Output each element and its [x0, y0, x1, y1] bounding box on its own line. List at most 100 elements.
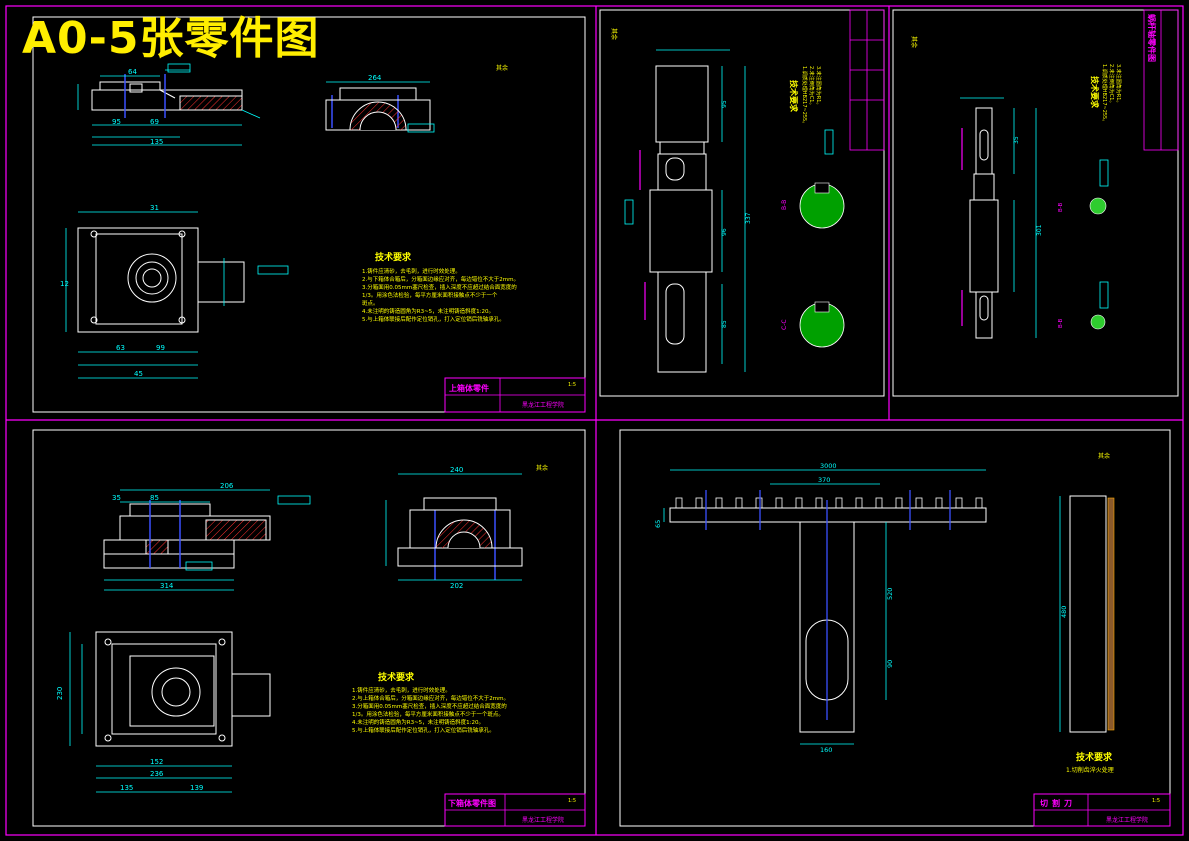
svg-text:技术要求: 技术要求: [1090, 76, 1100, 109]
svg-text:1.铸件应清砂，去毛刺，进行时效处理。: 1.铸件应清砂，去毛刺，进行时效处理。: [362, 267, 461, 275]
lower-title-scale: 1:5: [568, 798, 576, 804]
upper-dim-264: 264: [368, 74, 382, 82]
svg-text:2.与上箱体合箱后，分箱面边缘应对齐，每边错位不大于2mm。: 2.与上箱体合箱后，分箱面边缘应对齐，每边错位不大于2mm。: [352, 694, 509, 702]
upper-title-block: 上箱体零件 黑龙江工程学院 1:5: [444, 377, 586, 413]
cutter-dim-160: 160: [820, 746, 832, 754]
lower-dim-206: 206: [220, 482, 234, 490]
lower-box-drawing: 85 35 206 314 240 202 152 236 135 139 23…: [56, 464, 586, 827]
shaft-2-tech: 技术要求 1.调质处理HB217~255。 2.未注倒角为C1。 3.未注圆角为…: [1090, 64, 1122, 124]
shaft-2-title-block: 蜗杆轴零件图: [1143, 9, 1179, 151]
svg-text:2.未注倒角为C1。: 2.未注倒角为C1。: [808, 66, 815, 107]
sheet-banner-title: A0-5张零件图: [22, 13, 320, 64]
shaft-2-sections: B-B B-B: [1058, 197, 1107, 330]
svg-text:技术要求: 技术要求: [789, 80, 799, 113]
cutter-tech-title: 技术要求: [1076, 751, 1113, 763]
lower-dim-135: 135: [120, 784, 133, 792]
cutter-dim-370: 370: [818, 476, 830, 484]
svg-text:斑点。: 斑点。: [362, 300, 379, 307]
shaft-1-title-block: [849, 9, 885, 151]
upper-dim-12: 12: [60, 280, 69, 288]
lower-title-school: 黑龙江工程学院: [522, 816, 564, 824]
svg-text:2.未注倒角为C1。: 2.未注倒角为C1。: [1108, 64, 1115, 105]
shaft1-dim-85: 85: [721, 320, 728, 328]
cutter-title-school: 黑龙江工程学院: [1106, 816, 1148, 824]
cutter-dim-480: 480: [1060, 606, 1068, 618]
lower-dim-240: 240: [450, 466, 463, 474]
upper-dim-63: 63: [116, 344, 125, 352]
shaft1-surface-mark: 其余: [610, 28, 618, 40]
sheet-shaft-1: [599, 9, 885, 397]
cutter-dim-520: 520: [886, 588, 894, 600]
lower-dim-236: 236: [150, 770, 164, 778]
cutter-dim-3000: 3000: [820, 462, 837, 470]
shaft-1-tech: 技术要求 1.调质处理HB217~255。 2.未注倒角为C1。 3.未注圆角为…: [789, 66, 822, 126]
cutter-dim-65: 65: [654, 520, 662, 528]
cutter-tech-line: 1.切削齿淬火处理: [1066, 766, 1114, 774]
shaft2-dim-35: 35: [1013, 136, 1020, 144]
svg-text:3.未注圆角为R1。: 3.未注圆角为R1。: [1115, 64, 1122, 105]
upper-dim-135: 135: [150, 138, 163, 146]
upper-title-name: 上箱体零件: [449, 383, 489, 393]
upper-dim-64: 64: [128, 68, 137, 76]
svg-text:3.分箱面用0.05mm塞尺检查，插入深度不应超过结合面宽度: 3.分箱面用0.05mm塞尺检查，插入深度不应超过结合面宽度的: [352, 702, 507, 710]
sheet-frames: [5, 5, 1184, 836]
lower-title-name: 下箱体零件图: [448, 798, 496, 808]
svg-text:3.分箱面用0.05mm塞尺检查，插入深度不应超过结合面宽度: 3.分箱面用0.05mm塞尺检查，插入深度不应超过结合面宽度的: [362, 283, 517, 291]
lower-dim-230: 230: [56, 687, 64, 700]
upper-dim-95: 95: [112, 118, 121, 126]
cutter-dim-90: 90: [886, 660, 894, 668]
svg-text:3.未注圆角为R1。: 3.未注圆角为R1。: [815, 66, 822, 107]
svg-text:1.调质处理HB217~255。: 1.调质处理HB217~255。: [1101, 64, 1108, 124]
upper-box-drawing: 69 95 135 264 64 63 99 45 31 12 技术要求 1.铸…: [60, 63, 586, 413]
upper-dim-31: 31: [150, 204, 159, 212]
shaft1-section-b: B-B: [781, 200, 788, 210]
upper-title-school: 黑龙江工程学院: [522, 401, 564, 409]
svg-text:4.未注明的铸造圆角为R3~5，未注明铸造斜度1:20。: 4.未注明的铸造圆角为R3~5，未注明铸造斜度1:20。: [362, 307, 494, 315]
sheet-cutter: [619, 429, 1171, 827]
svg-text:5.与上箱体联接后配作定位销孔，打入定位销后铣轴承孔。: 5.与上箱体联接后配作定位销孔，打入定位销后铣轴承孔。: [362, 315, 505, 323]
shaft-1-sections: B-B C-C: [781, 182, 845, 348]
upper-tech-lines: 1.铸件应清砂，去毛刺，进行时效处理。 2.与下箱体合箱后，分箱面边缘应对齐，每…: [362, 267, 519, 323]
lower-title-block: 下箱体零件图 黑龙江工程学院 1:5: [444, 793, 586, 827]
cutter-surface-mark: 其余: [1098, 452, 1110, 460]
shaft1-dim-95: 95: [721, 100, 728, 108]
lower-tech-title: 技术要求: [378, 671, 415, 683]
lower-tech-lines: 1.铸件应清砂，去毛刺，进行时效处理。 2.与上箱体合箱后，分箱面边缘应对齐，每…: [352, 686, 509, 734]
svg-text:5.与上箱体联接后配作定位销孔，打入定位销后铣轴承孔。: 5.与上箱体联接后配作定位销孔，打入定位销后铣轴承孔。: [352, 726, 495, 734]
shaft2-title-name: 蜗杆轴零件图: [1147, 14, 1157, 62]
shaft2-surface-mark: 其余: [910, 36, 918, 48]
cutter-title-block: 切割刀 黑龙江工程学院 1:5: [1033, 793, 1171, 827]
upper-tech-title: 技术要求: [375, 251, 412, 263]
shaft1-section-c: C-C: [781, 319, 788, 330]
cutter-title-scale: 1:5: [1152, 798, 1160, 804]
lower-dim-314: 314: [160, 582, 174, 590]
shaft1-dim-337: 337: [745, 212, 752, 224]
svg-text:1.铸件应清砂，去毛刺，进行时效处理。: 1.铸件应清砂，去毛刺，进行时效处理。: [352, 686, 451, 694]
lower-surface-mark: 其余: [536, 464, 548, 472]
lower-dim-139: 139: [190, 784, 203, 792]
shaft-2-drawing: B-B B-B 301 35 技术要求 1.调质处理HB217~255。 2.未…: [910, 9, 1179, 339]
lower-dim-152: 152: [150, 758, 163, 766]
sheet-lower-box: [32, 429, 586, 827]
shaft2-section-a: B-B: [1058, 202, 1064, 212]
shaft-1-drawing: B-B C-C 337 95 96 85 技术要求 1.调质处理HB217~25…: [610, 9, 885, 373]
svg-text:1/3。用涂色法检验，每平方厘米面积接触点不少于一个: 1/3。用涂色法检验，每平方厘米面积接触点不少于一个: [362, 291, 498, 299]
cutter-drawing: 3000 370 65 520 160 90 480 技术要求 1.切削齿淬火处…: [654, 452, 1171, 827]
svg-text:1.调质处理HB217~255。: 1.调质处理HB217~255。: [801, 66, 808, 126]
shaft1-dim-96: 96: [721, 228, 728, 236]
lower-dim-202: 202: [450, 582, 463, 590]
lower-dim-85: 85: [150, 494, 159, 502]
upper-dim-69: 69: [150, 118, 159, 126]
shaft2-dim-301: 301: [1036, 224, 1043, 236]
sheet-upper-box: [32, 16, 586, 413]
sheet-borders: [32, 9, 1179, 827]
sheet-shaft-2: [892, 9, 1179, 397]
svg-text:1/3。用涂色法检验，每平方厘米面积接触点不少于一个斑点。: 1/3。用涂色法检验，每平方厘米面积接触点不少于一个斑点。: [352, 710, 504, 718]
upper-dim-45: 45: [134, 370, 143, 378]
svg-text:4.未注明的铸造圆角为R3~5，未注明铸造斜度1:20。: 4.未注明的铸造圆角为R3~5，未注明铸造斜度1:20。: [352, 718, 484, 726]
lower-dim-35: 35: [112, 494, 121, 502]
shaft2-section-b: B-B: [1058, 318, 1064, 328]
svg-text:2.与下箱体合箱后，分箱面边缘应对齐，每边错位不大于2mm。: 2.与下箱体合箱后，分箱面边缘应对齐，每边错位不大于2mm。: [362, 275, 519, 283]
upper-surface-mark: 其余: [496, 64, 508, 72]
